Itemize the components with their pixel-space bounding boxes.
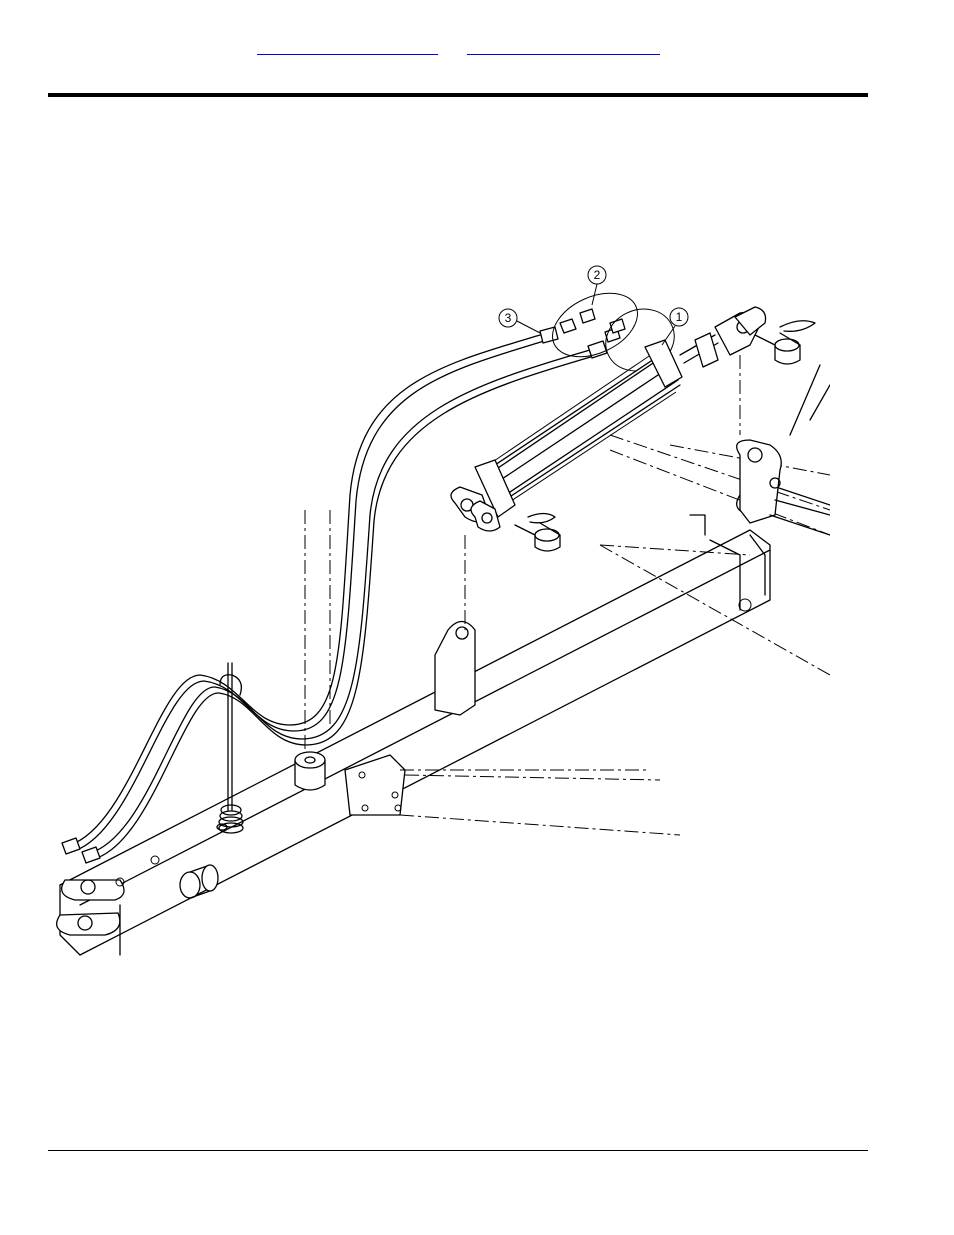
header-rule <box>48 93 868 97</box>
hydraulic-hoses <box>62 327 607 863</box>
callout-2: 2 <box>588 266 606 305</box>
frame-pivot-lug <box>737 365 830 535</box>
hose-holder-bushing <box>295 752 325 790</box>
header-link-right[interactable] <box>467 38 660 55</box>
cylinder-base-bracket <box>435 535 475 715</box>
callout-3-label: 3 <box>505 311 512 325</box>
hydraulic-cylinder-exploded-drawing: 3 2 1 <box>50 255 830 960</box>
callout-1-label: 1 <box>676 310 683 324</box>
frame-cross-plate <box>345 755 680 835</box>
header-link-left[interactable] <box>257 38 438 55</box>
callout-1: 1 <box>662 308 688 345</box>
main-frame-tubes <box>600 435 830 675</box>
hitch-clevis <box>57 856 159 935</box>
frame-tongue-beam <box>60 530 770 955</box>
parts-diagram: 3 2 1 <box>50 255 830 960</box>
callout-2-label: 2 <box>594 268 601 282</box>
callout-3: 3 <box>499 309 540 333</box>
footer-rule <box>48 1150 868 1151</box>
